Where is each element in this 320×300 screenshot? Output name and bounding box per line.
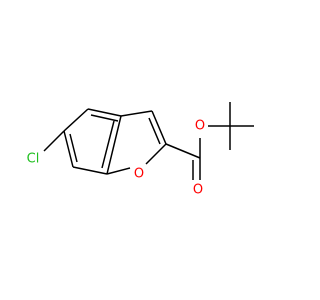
bond-c7a-c3a: [106, 115, 122, 175]
atom-labels: Cl O O O: [27, 119, 205, 198]
chlorine-label: Cl: [27, 152, 40, 167]
ring-oxygen-label: O: [134, 167, 144, 182]
bond-c3a-c3: [120, 110, 153, 117]
bond-c3-c2-inner: [148, 117, 161, 145]
bond-c3-c2: [151, 110, 167, 145]
bond-c2-o1: [145, 143, 167, 165]
bond-c2-ccarbonyl: [165, 143, 201, 159]
bond-c5-c6: [63, 108, 89, 132]
structure-diagram: Cl O O O: [27, 102, 254, 198]
bonds: [43, 102, 254, 180]
bond-c7-c7a: [72, 166, 108, 175]
ester-oxygen-label: O: [195, 119, 205, 134]
bond-o1-c7a: [106, 167, 131, 175]
carbonyl-oxygen-label: O: [193, 183, 203, 198]
bond-c7a-c3a-inner: [101, 120, 115, 169]
bond-c6-cl: [43, 130, 65, 152]
bond-c4-c5: [87, 108, 122, 117]
bond-c4-c5-inner: [90, 114, 119, 122]
bond-c6-c7: [63, 130, 74, 168]
bond-c6-c7-inner: [69, 133, 78, 163]
